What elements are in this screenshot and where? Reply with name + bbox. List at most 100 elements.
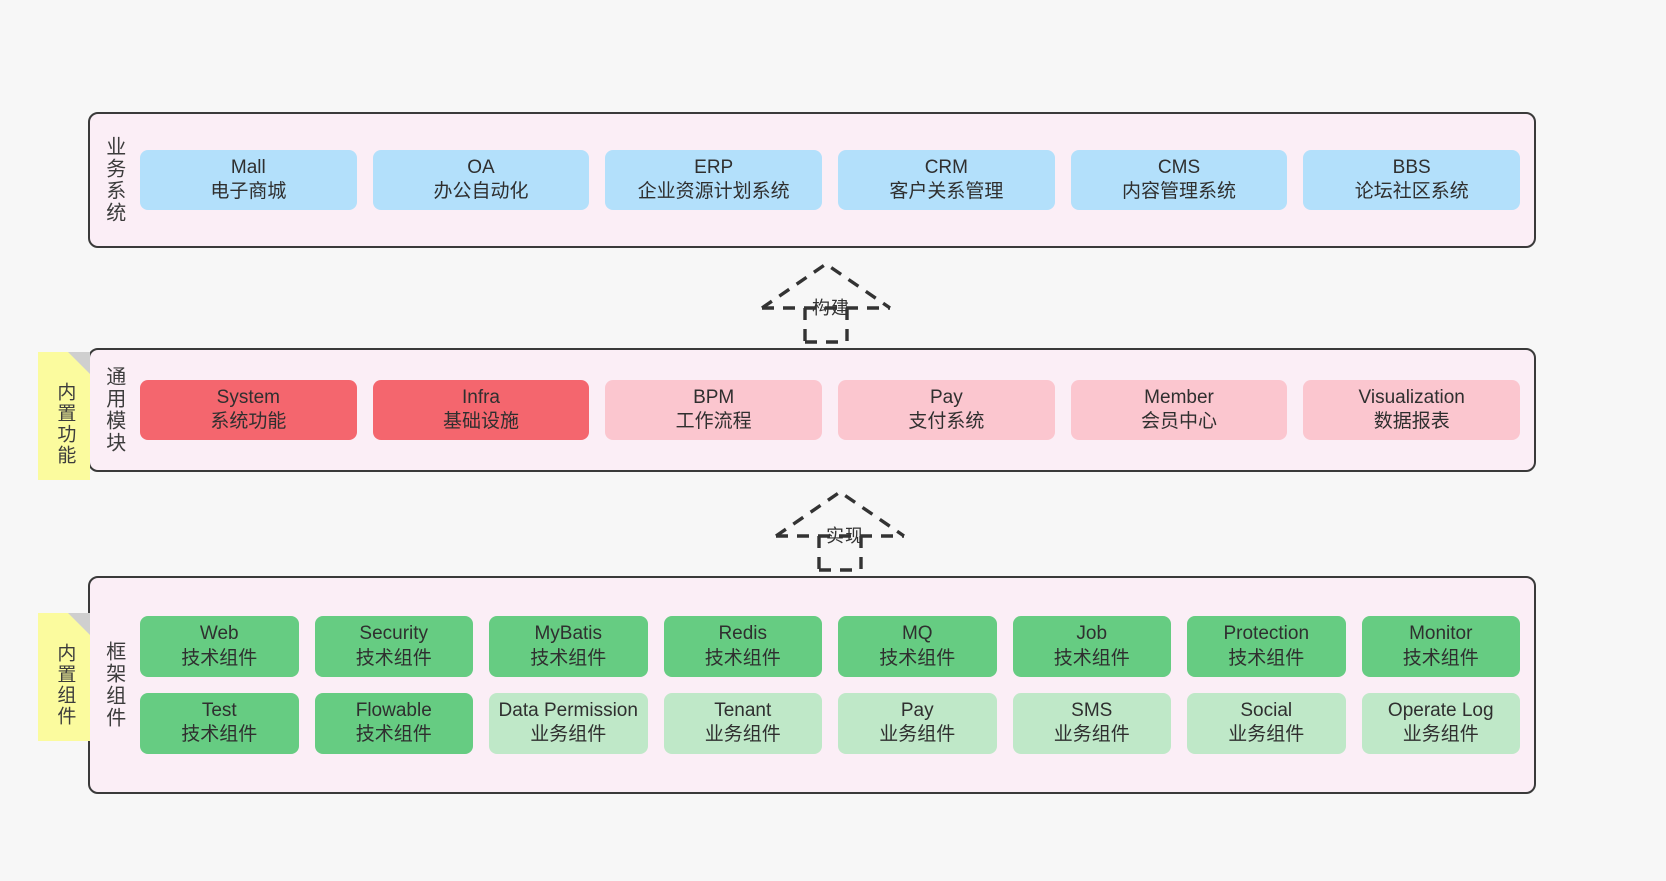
node-title-en: Pay: [900, 700, 934, 721]
node-title-cn: 技术组件: [181, 647, 258, 669]
node-title-cn: 支付系统: [908, 411, 985, 432]
node-cms[interactable]: CMS 内容管理系统: [1070, 149, 1288, 211]
node-visualization[interactable]: Visualization 数据报表: [1303, 379, 1521, 441]
node-title-cn: 业务组件: [879, 724, 956, 746]
node-title-en: MyBatis: [534, 623, 603, 645]
node-title-en: Flowable: [355, 700, 432, 721]
layer-title-common-module: 通用模块: [102, 366, 125, 454]
note-builtin-feature: 内置功能: [38, 352, 90, 480]
node-title-cn: 办公自动化: [433, 181, 529, 202]
node-title-cn: 电子商城: [210, 181, 287, 202]
node-system[interactable]: System 系统功能: [140, 379, 357, 441]
layer-body-framework-component: Web 技术组件 Security 技术组件 MyBatis 技术组件 Redi…: [136, 578, 1534, 792]
connector-build-label: 构建: [812, 298, 850, 318]
node-oa[interactable]: OA 办公自动化: [372, 149, 590, 211]
node-title-en: Monitor: [1409, 623, 1473, 645]
node-title-cn: 业务组件: [1053, 724, 1130, 746]
node-title-en: CMS: [1157, 156, 1201, 178]
node-title-cn: 技术组件: [181, 724, 258, 746]
layer-title-business-system: 业务系统: [102, 136, 125, 224]
node-infra[interactable]: Infra 基础设施: [372, 379, 590, 441]
node-title-en: Pay: [929, 386, 963, 408]
node-title-en: Tenant: [714, 700, 772, 721]
node-title-en: Web: [199, 623, 239, 645]
node-title-cn: 论坛社区系统: [1354, 181, 1469, 202]
layer-framework-component: 框架组件 Web 技术组件 Security 技术组件 MyBatis 技术组件…: [88, 576, 1536, 794]
node-title-en: Redis: [718, 623, 768, 645]
node-monitor[interactable]: Monitor 技术组件: [1361, 616, 1520, 677]
layer-body-common-module: System 系统功能 Infra 基础设施 BPM 工作流程 Pay 支付系统…: [136, 350, 1534, 470]
note-builtin-component: 内置组件: [38, 613, 90, 741]
node-erp[interactable]: ERP 企业资源计划系统: [605, 149, 823, 211]
dashed-generalization-arrow-icon: [775, 489, 905, 572]
node-title-cn: 技术组件: [530, 647, 607, 669]
node-title-cn: 内容管理系统: [1122, 181, 1237, 202]
node-title-en: SMS: [1071, 700, 1113, 721]
node-protection[interactable]: Protection 技术组件: [1187, 616, 1346, 677]
node-title-cn: 业务组件: [530, 724, 607, 746]
layer-business-system: 业务系统 Mall 电子商城 OA 办公自动化 ERP 企业资源计划系统 CRM…: [88, 112, 1536, 248]
node-title-en: ERP: [694, 156, 734, 178]
note-fold-corner-icon: [68, 352, 90, 374]
dashed-generalization-arrow-icon: [761, 261, 891, 344]
layer-body-business-system: Mall 电子商城 OA 办公自动化 ERP 企业资源计划系统 CRM 客户关系…: [136, 114, 1534, 246]
node-title-en: Mall: [230, 156, 266, 178]
layer-title-framework-component: 框架组件: [102, 641, 125, 729]
node-member[interactable]: Member 会员中心: [1070, 379, 1288, 441]
node-title-cn: 业务组件: [1228, 724, 1305, 746]
connector-build: 构建: [756, 258, 904, 344]
node-title-cn: 业务组件: [1402, 724, 1479, 746]
node-title-en: OA: [467, 156, 495, 178]
node-tenant[interactable]: Tenant 业务组件: [663, 693, 822, 754]
node-title-en: System: [216, 386, 281, 408]
connector-implement: 实现: [770, 486, 918, 572]
node-title-en: Security: [359, 623, 429, 645]
node-security[interactable]: Security 技术组件: [314, 616, 473, 677]
node-bbs[interactable]: BBS 论坛社区系统: [1303, 149, 1521, 211]
node-title-cn: 技术组件: [355, 647, 432, 669]
node-row: Test 技术组件 Flowable 技术组件 Data Permission …: [140, 693, 1520, 754]
node-title-en: Social: [1240, 700, 1293, 721]
node-flowable[interactable]: Flowable 技术组件: [314, 693, 473, 754]
node-title-cn: 技术组件: [1402, 647, 1479, 669]
node-title-en: Protection: [1223, 623, 1310, 645]
node-title-cn: 业务组件: [704, 724, 781, 746]
node-row: System 系统功能 Infra 基础设施 BPM 工作流程 Pay 支付系统…: [140, 379, 1521, 441]
node-title-cn: 会员中心: [1141, 411, 1218, 432]
node-title-cn: 企业资源计划系统: [637, 181, 790, 202]
node-bpm[interactable]: BPM 工作流程: [605, 379, 823, 441]
node-title-cn: 技术组件: [1228, 647, 1305, 669]
connector-implement-label: 实现: [826, 526, 864, 546]
node-title-en: Data Permission: [498, 700, 638, 721]
node-social[interactable]: Social 业务组件: [1187, 693, 1346, 754]
node-mybatis[interactable]: MyBatis 技术组件: [489, 616, 648, 677]
node-title-cn: 系统功能: [210, 411, 287, 432]
node-title-cn: 技术组件: [1053, 647, 1130, 669]
node-data-permission[interactable]: Data Permission 业务组件: [489, 693, 648, 754]
node-pay-module[interactable]: Pay 支付系统: [838, 379, 1055, 441]
node-operate-log[interactable]: Operate Log 业务组件: [1361, 693, 1520, 754]
note-fold-corner-icon: [68, 613, 90, 635]
node-title-en: Infra: [461, 386, 501, 408]
node-title-en: BBS: [1392, 156, 1431, 178]
node-title-en: Visualization: [1358, 386, 1465, 408]
node-title-en: BPM: [693, 386, 735, 408]
node-title-cn: 工作流程: [675, 411, 752, 432]
node-redis[interactable]: Redis 技术组件: [663, 616, 822, 677]
node-test[interactable]: Test 技术组件: [140, 693, 299, 754]
node-title-cn: 客户关系管理: [889, 181, 1004, 202]
node-pay-component[interactable]: Pay 业务组件: [838, 693, 997, 754]
layer-common-module: 通用模块 System 系统功能 Infra 基础设施 BPM 工作流程 Pay…: [88, 348, 1536, 472]
node-title-cn: 数据报表: [1373, 411, 1450, 432]
node-crm[interactable]: CRM 客户关系管理: [838, 149, 1055, 211]
node-web[interactable]: Web 技术组件: [140, 616, 299, 677]
node-mq[interactable]: MQ 技术组件: [838, 616, 997, 677]
node-job[interactable]: Job 技术组件: [1012, 616, 1171, 677]
note-label: 内置组件: [54, 643, 76, 727]
node-sms[interactable]: SMS 业务组件: [1012, 693, 1171, 754]
node-row: Mall 电子商城 OA 办公自动化 ERP 企业资源计划系统 CRM 客户关系…: [140, 149, 1521, 211]
node-mall[interactable]: Mall 电子商城: [140, 149, 357, 211]
node-title-cn: 技术组件: [355, 724, 432, 746]
node-title-en: Job: [1076, 623, 1108, 645]
